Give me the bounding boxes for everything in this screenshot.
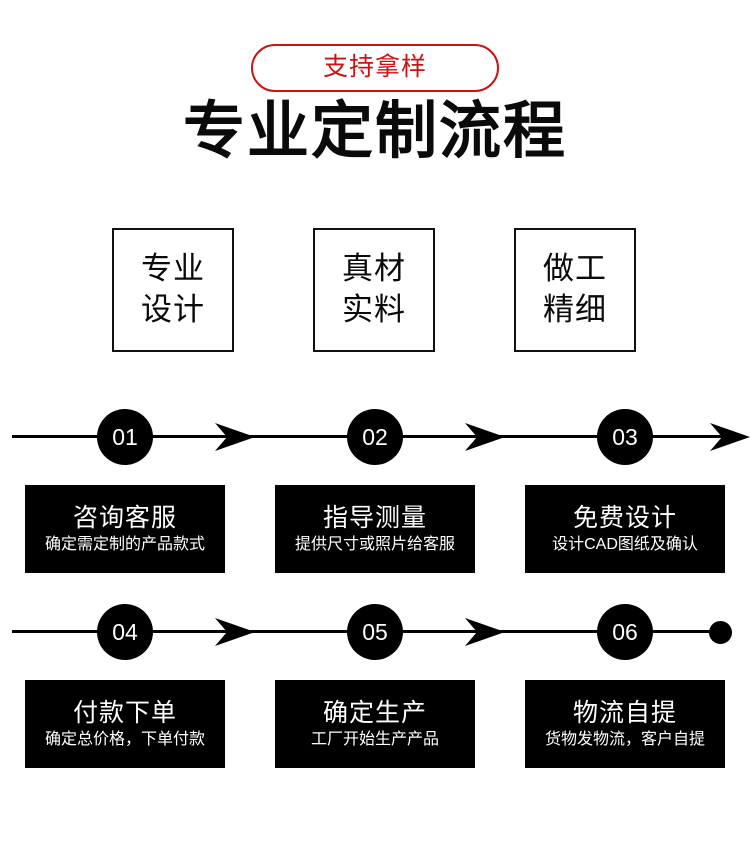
step-card-row-1: 咨询客服 确定需定制的产品款式 指导测量 提供尺寸或照片给客服 免费设计 设计C… [0,485,750,573]
flow-row-1: 01 02 03 [0,409,750,465]
step-card-03: 免费设计 设计CAD图纸及确认 [525,485,725,573]
feature-line-1: 做工 [543,251,607,287]
flow-node-01: 01 [97,409,153,465]
step-title: 免费设计 [572,503,677,532]
feature-box-fine-workmanship: 做工 精细 [514,228,636,352]
step-card-05: 确定生产 工厂开始生产产品 [275,680,475,768]
step-title: 咨询客服 [72,503,177,532]
support-sampling-badge: 支持拿样 [251,44,499,93]
step-card-01: 咨询客服 确定需定制的产品款式 [25,485,225,573]
step-subtitle: 货物发物流，客户自提 [544,731,705,749]
step-subtitle: 确定需定制的产品款式 [44,536,205,554]
step-subtitle: 设计CAD图纸及确认 [552,536,698,554]
flow-row-2: 04 05 06 [0,604,750,660]
step-title: 指导测量 [322,503,427,532]
step-subtitle: 提供尺寸或照片给客服 [294,536,455,554]
badge-row: 支持拿样 [0,44,750,93]
flow-node-03: 03 [597,409,653,465]
feature-line-1: 真材 [342,251,406,287]
flow-node-06: 06 [597,604,653,660]
arrow-icon [465,614,505,650]
page-title: 专业定制流程 [182,97,567,166]
step-title: 物流自提 [572,698,677,727]
arrow-icon [215,614,255,650]
dot-icon [709,621,732,644]
step-card-02: 指导测量 提供尺寸或照片给客服 [275,485,475,573]
flow-node-04: 04 [97,604,153,660]
feature-line-2: 精细 [543,292,607,327]
feature-line-2: 设计 [141,292,205,327]
step-subtitle: 工厂开始生产产品 [310,731,439,749]
feature-box-genuine-materials: 真材 实料 [313,228,435,352]
step-card-row-2: 付款下单 确定总价格，下单付款 确定生产 工厂开始生产产品 物流自提 货物发物流… [0,680,750,768]
arrow-icon [465,419,505,455]
step-card-04: 付款下单 确定总价格，下单付款 [25,680,225,768]
arrow-icon [215,419,255,455]
arrow-icon [710,419,750,455]
feature-line-1: 专业 [141,251,205,287]
flow-node-02: 02 [347,409,403,465]
feature-box-professional-design: 专业 设计 [112,228,234,352]
feature-box-group: 专业 设计 真材 实料 做工 精细 [0,228,750,354]
step-card-06: 物流自提 货物发物流，客户自提 [525,680,725,768]
feature-line-2: 实料 [342,292,406,327]
step-subtitle: 确定总价格，下单付款 [44,731,205,749]
flow-node-05: 05 [347,604,403,660]
step-title: 付款下单 [72,698,177,727]
step-title: 确定生产 [322,698,427,727]
